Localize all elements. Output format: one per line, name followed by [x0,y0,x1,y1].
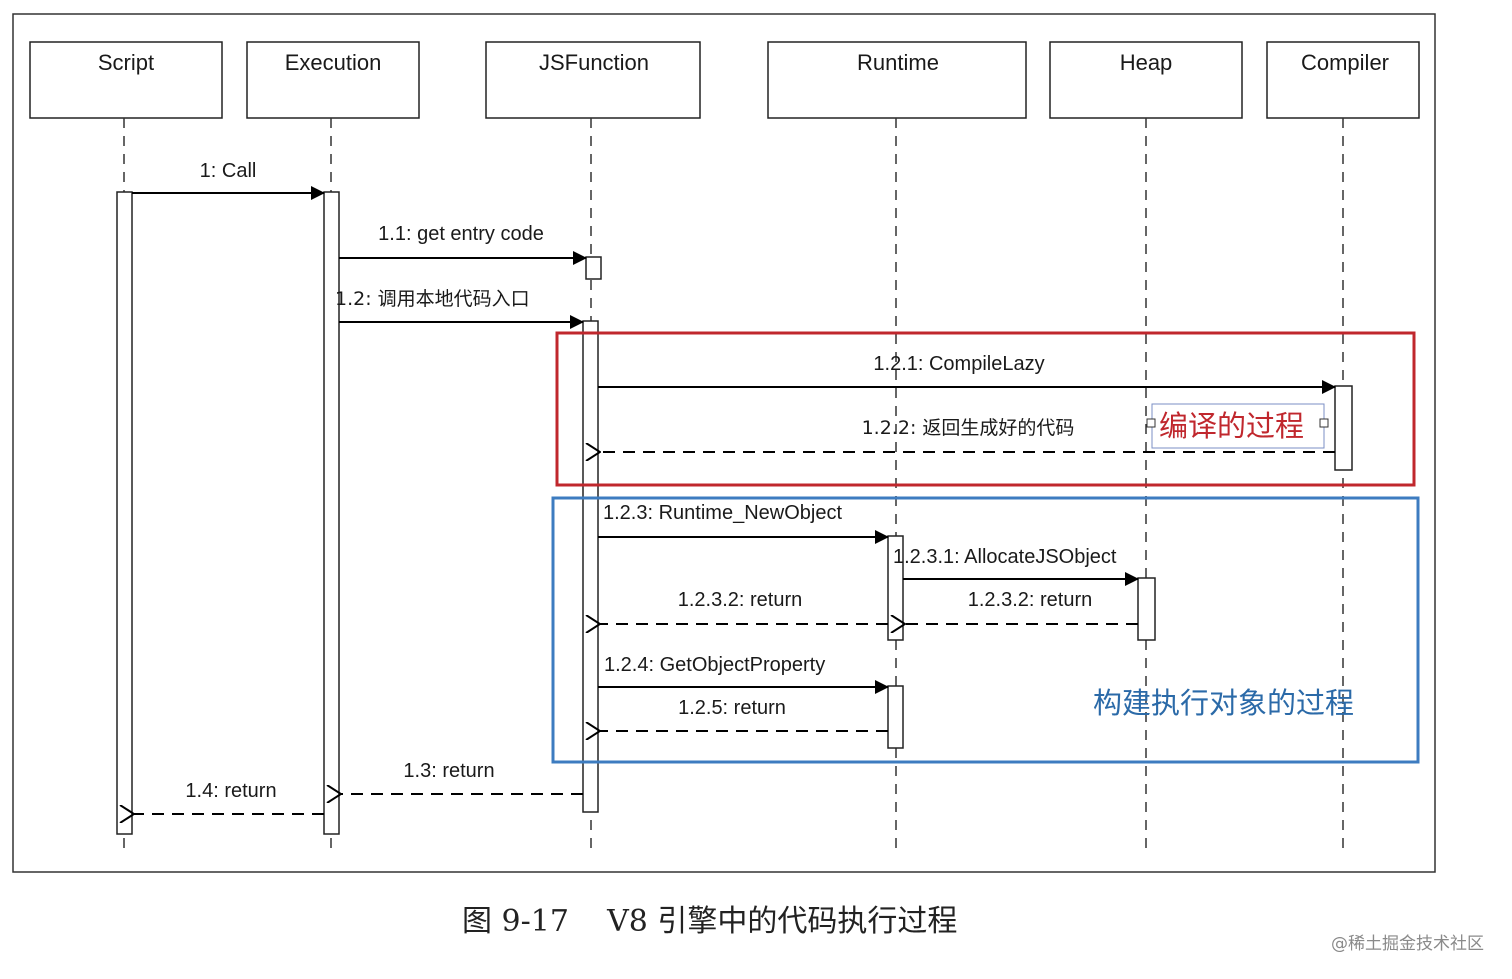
participant-runtime: Runtime [767,41,1027,119]
compile-note-text: 编译的过程 [1159,409,1304,443]
activation-jsfunction-short [585,256,602,280]
message-label: 1.2.3.1: AllocateJSObject [893,546,1117,568]
participant-label: Execution [285,50,382,75]
participant-execution: Execution [246,41,420,119]
message-label: 1: Call [200,160,257,182]
activation-jsfunction [582,320,599,813]
message-label: 1.2: 调用本地代码入口 [335,288,530,310]
participant-script: Script [29,41,223,119]
activation-runtime-2 [887,685,904,749]
message-label: 1.2.5: return [678,697,786,719]
participant-label: Compiler [1301,50,1389,75]
activation-heap [1137,577,1156,641]
message-label: 1.1: get entry code [378,223,544,245]
build-highlight-box [551,496,1420,764]
build-note-text: 构建执行对象的过程 [1093,686,1354,720]
participant-box [767,41,1027,119]
participant-box [1266,41,1420,119]
participant-heap: Heap [1049,41,1243,119]
message-label: 1.2.3: Runtime_NewObject [603,502,842,524]
participant-box [1049,41,1243,119]
message-label: 1.4: return [185,780,276,802]
message-label: 1.2.1: CompileLazy [873,353,1044,375]
participant-compiler: Compiler [1266,41,1420,119]
message-label: 1.2.3.2: return [678,589,803,611]
figure-caption: 图 9-17 V8 引擎中的代码执行过程 [462,904,957,939]
activation-script [116,191,133,835]
participant-label: Runtime [857,50,939,75]
participant-box [246,41,420,119]
participant-label: Script [98,50,154,75]
activation-runtime-1 [887,535,904,641]
compile-highlight-box [555,331,1416,487]
message-label: 1.2.4: GetObjectProperty [604,654,825,676]
compile-note: 编译的过程 [1146,403,1329,449]
resize-handle [1146,418,1156,428]
activation-execution [323,191,340,835]
activation-compiler [1334,385,1353,471]
participant-jsfunction: JSFunction [485,41,701,119]
participant-label: JSFunction [539,50,649,75]
message-label: 1.2.2: 返回生成好的代码 [862,417,1075,439]
message-label: 1.3: return [403,760,494,782]
message-label: 1.2.3.2: return [968,589,1093,611]
participant-box [29,41,223,119]
participant-box [485,41,701,119]
figure-frame [12,13,1436,873]
resize-handle [1319,418,1329,428]
watermark: @稀土掘金技术社区 [1331,934,1484,954]
participant-label: Heap [1120,50,1173,75]
